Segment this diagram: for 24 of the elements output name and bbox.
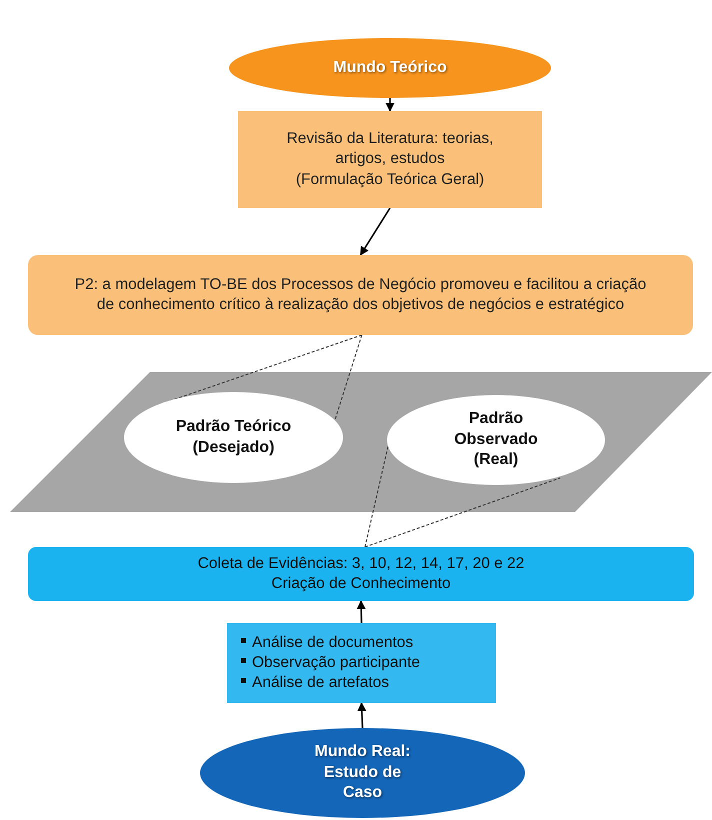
process-box bbox=[238, 111, 542, 208]
arrow bbox=[360, 208, 391, 256]
dashed-projection-line bbox=[364, 446, 389, 548]
node-text: Mundo Real: Estudo de Caso bbox=[314, 742, 412, 804]
method-list-box bbox=[227, 623, 496, 703]
node-text: Criação de Conhecimento bbox=[271, 574, 451, 594]
node-text: Revisão da Literatura: teorias, artigos, estudos bbox=[286, 129, 494, 170]
node-text: P2: a modelagem TO-BE dos Processos de Negócio promoveu e facilitou a criação de conhecimento crítico à realização dos objetivos de negócios e estratégico bbox=[74, 274, 648, 315]
dashed-projection-line bbox=[334, 334, 362, 421]
process-box bbox=[28, 547, 694, 601]
node-text: Padrão Teórico (Desejado) bbox=[174, 416, 292, 458]
process-box bbox=[28, 255, 693, 335]
node-text: Mundo Teórico bbox=[333, 58, 447, 78]
node-text: Padrão Observado (Real) bbox=[453, 408, 539, 470]
arrow bbox=[386, 98, 394, 112]
plane-parallelogram bbox=[10, 372, 712, 512]
dashed-projection-line bbox=[364, 477, 561, 548]
list-item: Análise de documentos bbox=[241, 632, 414, 653]
node-text: Coleta de Evidências: 3, 10, 12, 14, 17, 20 e 22 bbox=[198, 554, 524, 574]
list-item: Observação participante bbox=[241, 652, 420, 674]
node-text: (Formulação Teórica Geral) bbox=[296, 170, 484, 190]
list-item: Análise de artefatos bbox=[241, 673, 390, 694]
arrow bbox=[357, 702, 366, 728]
arrow bbox=[356, 600, 366, 624]
